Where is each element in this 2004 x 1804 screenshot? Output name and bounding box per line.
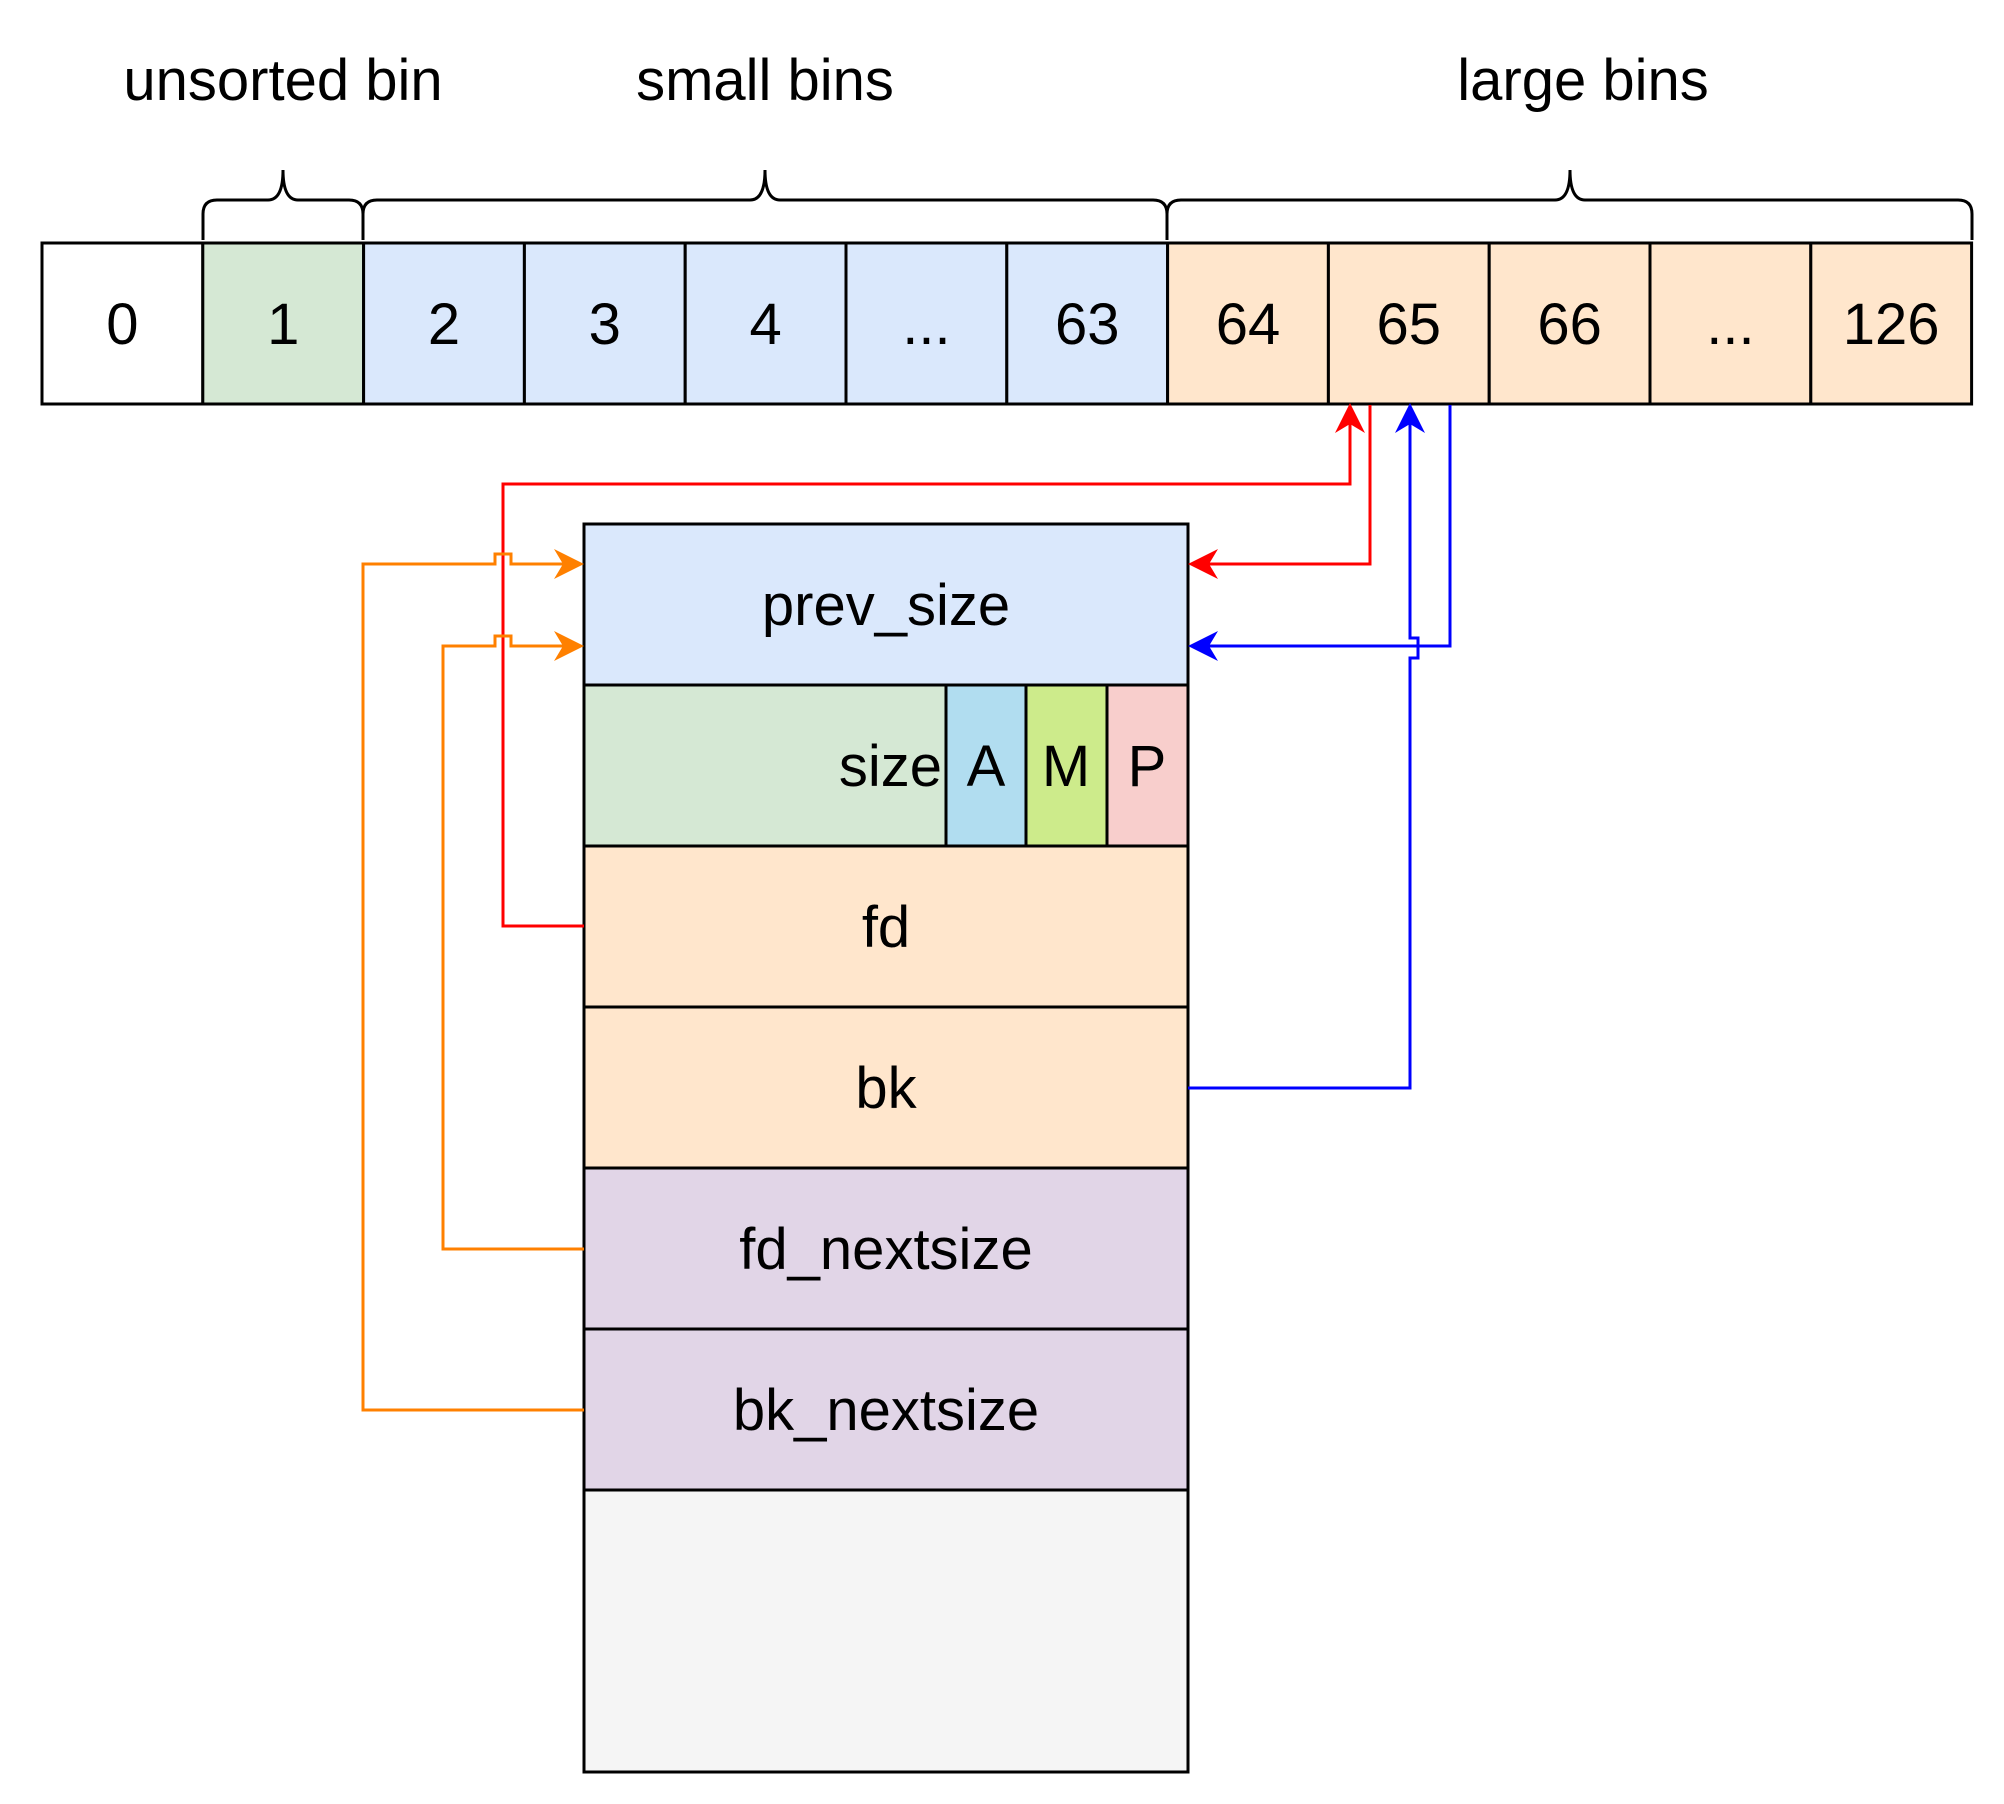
size-field xyxy=(582,683,948,848)
bin-index-label: 4 xyxy=(749,292,781,357)
bk-nextsize-label: bk_nextsize xyxy=(733,1378,1039,1443)
chunk-user-data xyxy=(582,1488,1190,1774)
bin-cell xyxy=(40,241,205,406)
bin-index-label: 0 xyxy=(106,292,138,357)
bk-nextsize-field xyxy=(582,1327,1190,1492)
bk-label: bk xyxy=(855,1056,917,1121)
bin-index-label: ... xyxy=(902,292,950,357)
unsorted-bin-label: unsorted bin xyxy=(123,48,442,113)
bin-to-chunk-bk-arrow xyxy=(1188,405,1452,661)
fd-label: fd xyxy=(862,895,910,960)
bk-nextsize-arrow xyxy=(361,549,584,1412)
bin-index-label: 63 xyxy=(1055,292,1120,357)
bin-cell xyxy=(201,241,366,406)
bin-index-label: 126 xyxy=(1843,292,1940,357)
bin-index-label: 66 xyxy=(1537,292,1602,357)
bin-array: 0 1 2 3 4... 63 64 65 66... 126 xyxy=(40,241,1974,406)
bin-index-label: 1 xyxy=(267,292,299,357)
bin-index-label: 2 xyxy=(428,292,460,357)
bin-cell xyxy=(1809,241,1974,406)
flag-m-cell xyxy=(1024,683,1109,848)
bin-to-chunk-fd-arrow xyxy=(1188,405,1372,579)
flag-a-label: A xyxy=(967,734,1006,799)
large-bins-label: large bins xyxy=(1457,48,1708,113)
size-label: size xyxy=(839,734,942,799)
bin-cell xyxy=(683,241,848,406)
bk-to-bin-arrow xyxy=(1188,403,1425,1090)
flag-p-label: P xyxy=(1128,734,1167,799)
flag-p-cell xyxy=(1105,683,1190,848)
bin-cell xyxy=(1487,241,1652,406)
bin-index-label: 3 xyxy=(589,292,621,357)
unsorted-bin-brace xyxy=(201,169,365,240)
prev-size-field xyxy=(582,522,1190,687)
chunk xyxy=(582,522,1190,1774)
bin-index-label: 65 xyxy=(1377,292,1442,357)
fd-nextsize-arrow xyxy=(441,631,584,1251)
bin-cell xyxy=(844,241,1009,406)
bin-index-label: 64 xyxy=(1216,292,1281,357)
bin-cell xyxy=(362,241,526,406)
small-bins-label: small bins xyxy=(636,48,894,113)
small-bins-brace xyxy=(361,169,1169,240)
large-bins-brace xyxy=(1165,169,1974,240)
prev-size-label: prev_size xyxy=(762,573,1010,638)
fd-nextsize-field xyxy=(582,1166,1190,1331)
flag-m-label: M xyxy=(1042,734,1090,799)
bin-cell xyxy=(1166,241,1330,406)
bin-cell xyxy=(1005,241,1170,406)
fd-nextsize-label: fd_nextsize xyxy=(739,1217,1032,1282)
bin-index-label: ... xyxy=(1706,292,1754,357)
fd-to-bin-arrow xyxy=(501,403,1365,928)
bk-field xyxy=(582,1005,1190,1170)
